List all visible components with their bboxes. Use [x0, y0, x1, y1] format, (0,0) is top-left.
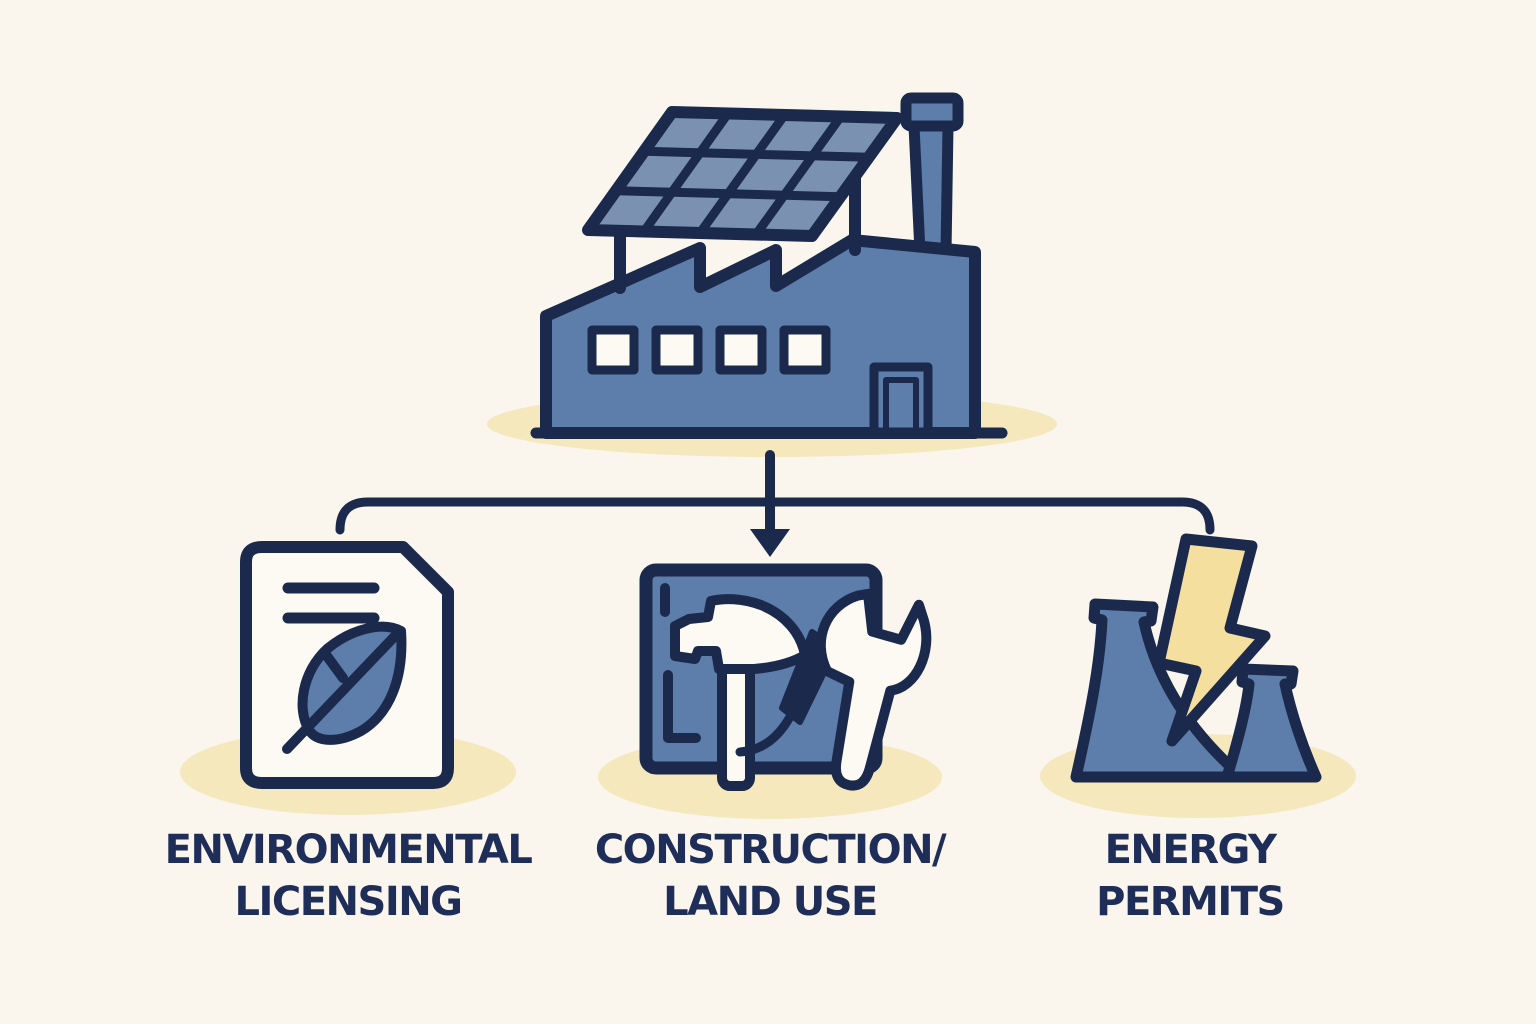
factory-windows — [587, 325, 831, 375]
solar-factory-illustration — [487, 92, 1057, 457]
factory-window — [715, 325, 767, 375]
label-line: LICENSING — [234, 879, 463, 925]
factory-window — [587, 325, 639, 375]
label-line: PERMITS — [1096, 879, 1285, 925]
branch-connector — [335, 450, 1215, 557]
factory-door — [869, 362, 933, 438]
factory-window — [651, 325, 703, 375]
label-environmental-licensing: ENVIRONMENTAL LICENSING — [140, 824, 556, 928]
cooling-towers-lightning-icon — [1040, 533, 1356, 818]
connector-arrowhead-icon — [750, 529, 790, 557]
label-construction-land-use: CONSTRUCTION/ LAND USE — [562, 824, 978, 928]
cooling-tower-large — [1070, 598, 1248, 783]
cooling-tower-small — [1221, 663, 1322, 783]
label-line: ENERGY — [1104, 827, 1277, 873]
lightning-bolt-icon — [1153, 533, 1271, 747]
label-line: CONSTRUCTION/ — [594, 827, 947, 873]
solar-panel-array — [582, 106, 903, 242]
label-line: LAND USE — [663, 879, 878, 925]
factory-chimney-cap — [900, 92, 964, 132]
document-fold-corner — [398, 542, 453, 597]
hammer-head — [670, 594, 810, 674]
wrench-icon — [815, 588, 932, 791]
leaf-vein — [319, 647, 348, 683]
leaf-document-icon — [180, 541, 516, 815]
label-energy-permits: ENERGY PERMITS — [982, 824, 1398, 928]
hammer-handle — [717, 655, 755, 791]
solar-panel-grid — [611, 109, 874, 239]
factory-window — [779, 325, 831, 375]
pencil-drawn-line — [735, 710, 796, 757]
blueprint-hammer-wrench-icon — [598, 563, 942, 819]
label-line: ENVIRONMENTAL — [164, 827, 533, 873]
blueprint-corner-mark — [663, 670, 701, 743]
leaf-stem — [282, 632, 399, 754]
factory-chimney — [908, 120, 954, 258]
